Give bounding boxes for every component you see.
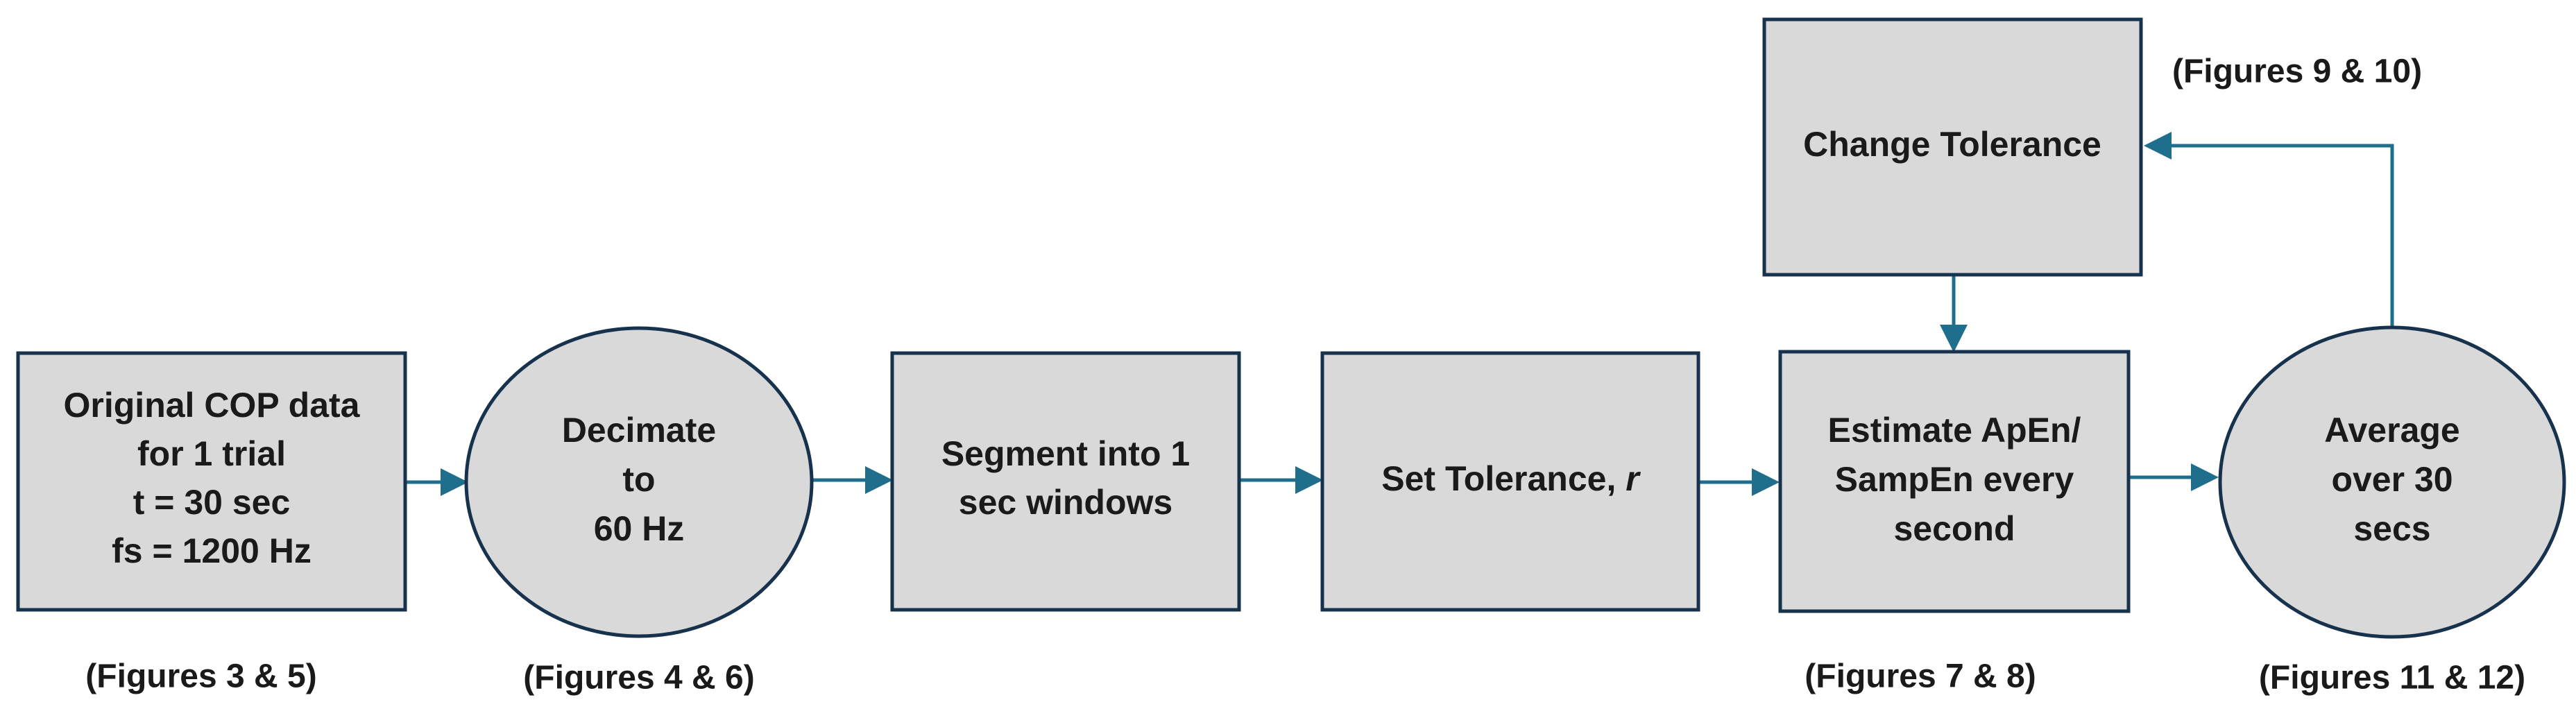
node-average-shape (2218, 325, 2566, 639)
node-set-tolerance: Set Tolerance, r (1320, 351, 1700, 612)
connectors (405, 132, 2394, 496)
node-change-tolerance-line-1: Change Tolerance (1803, 125, 2101, 164)
node-original-line-3: t = 30 sec (133, 483, 291, 522)
node-average-line-1: Average (2324, 411, 2459, 450)
node-decimate-line-1: Decimate (562, 411, 716, 450)
node-segment: Segment into 1 sec windows (890, 351, 1241, 612)
node-set-tolerance-text: Set Tolerance, (1381, 459, 1626, 498)
node-decimate-shape (464, 326, 814, 638)
node-decimate-line-3: 60 Hz (594, 509, 685, 548)
caption-estimate: (Figures 7 & 8) (1805, 658, 2036, 695)
node-segment-line-2: sec windows (959, 483, 1172, 522)
caption-average: (Figures 11 & 12) (2259, 660, 2525, 697)
node-decimate: Decimate to 60 Hz (464, 326, 814, 638)
caption-original: (Figures 3 & 5) (85, 658, 316, 695)
node-set-tolerance-shape (1320, 351, 1700, 612)
node-original-line-2: for 1 trial (137, 434, 286, 473)
node-original-cop-data: Original COP data for 1 trial t = 30 sec… (16, 351, 407, 612)
node-set-tolerance-symbol: r (1626, 459, 1641, 498)
node-segment-line-1: Segment into 1 (941, 434, 1190, 473)
node-segment-shape (890, 351, 1241, 612)
node-change-tolerance: Change Tolerance (1762, 17, 2143, 277)
edge-average-to-change-tolerance (2144, 132, 2394, 326)
node-estimate-shape (1778, 350, 2131, 613)
node-original-shape (16, 351, 407, 612)
node-set-tolerance-label: Set Tolerance, r (1381, 459, 1641, 498)
node-change-tolerance-shape (1762, 17, 2143, 277)
node-average-line-3: secs (2353, 509, 2430, 548)
node-estimate-line-2: SampEn every (1835, 460, 2074, 499)
node-decimate-line-2: to (622, 460, 655, 499)
node-original-line-1: Original COP data (64, 386, 361, 425)
caption-change-tolerance: (Figures 9 & 10) (2172, 53, 2422, 90)
node-estimate: Estimate ApEn/ SampEn every second (1778, 350, 2131, 613)
caption-decimate: (Figures 4 & 6) (523, 660, 754, 697)
node-average: Average over 30 secs (2218, 325, 2566, 639)
node-estimate-line-3: second (1893, 509, 2015, 548)
node-estimate-line-1: Estimate ApEn/ (1828, 411, 2081, 450)
node-average-line-2: over 30 (2331, 460, 2453, 499)
node-original-line-4: fs = 1200 Hz (112, 531, 312, 570)
